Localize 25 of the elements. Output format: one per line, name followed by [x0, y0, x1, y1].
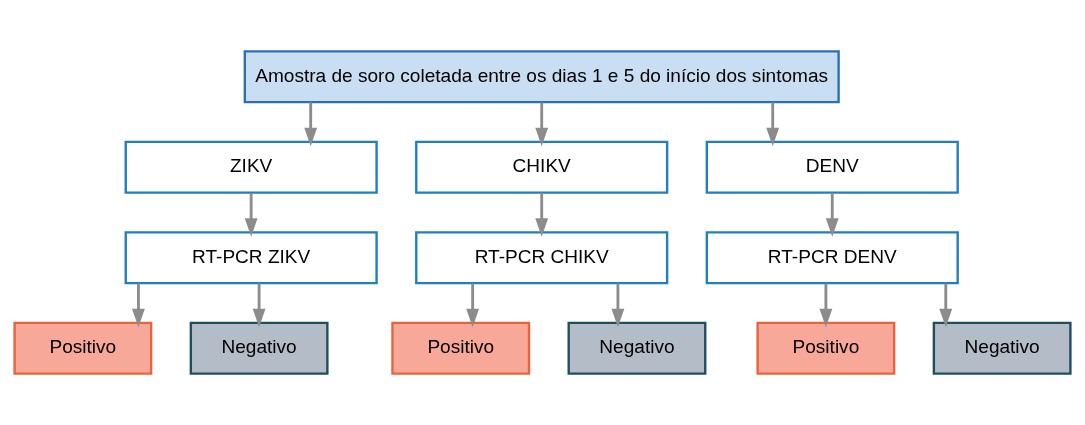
node-box: CHIKV	[415, 140, 669, 194]
node-box: Negativo	[932, 321, 1072, 375]
node-box: ZIKV	[124, 140, 378, 194]
arrow	[611, 283, 625, 328]
arrow	[466, 283, 480, 328]
node-box: RT-PCR DENV	[705, 231, 959, 285]
arrow	[304, 102, 318, 147]
arrow	[939, 283, 953, 328]
node-box: Negativo	[567, 321, 707, 375]
node-box: Positivo	[13, 321, 153, 375]
node-box: RT-PCR CHIKV	[415, 231, 669, 285]
node-box: RT-PCR ZIKV	[124, 231, 378, 285]
node-box: Amostra de soro coletada entre os dias 1 e 5 do início dos sintomas	[243, 50, 840, 104]
node-box: DENV	[705, 140, 959, 194]
node-box: Positivo	[391, 321, 531, 375]
arrow	[244, 192, 258, 237]
arrow	[819, 283, 833, 328]
arrow	[535, 102, 549, 147]
arrow	[766, 102, 780, 147]
node-box: Negativo	[189, 321, 329, 375]
arrow	[252, 283, 266, 328]
node-box: Positivo	[756, 321, 896, 375]
arrow	[535, 192, 549, 237]
arrow	[131, 283, 145, 328]
arrow	[825, 192, 839, 237]
